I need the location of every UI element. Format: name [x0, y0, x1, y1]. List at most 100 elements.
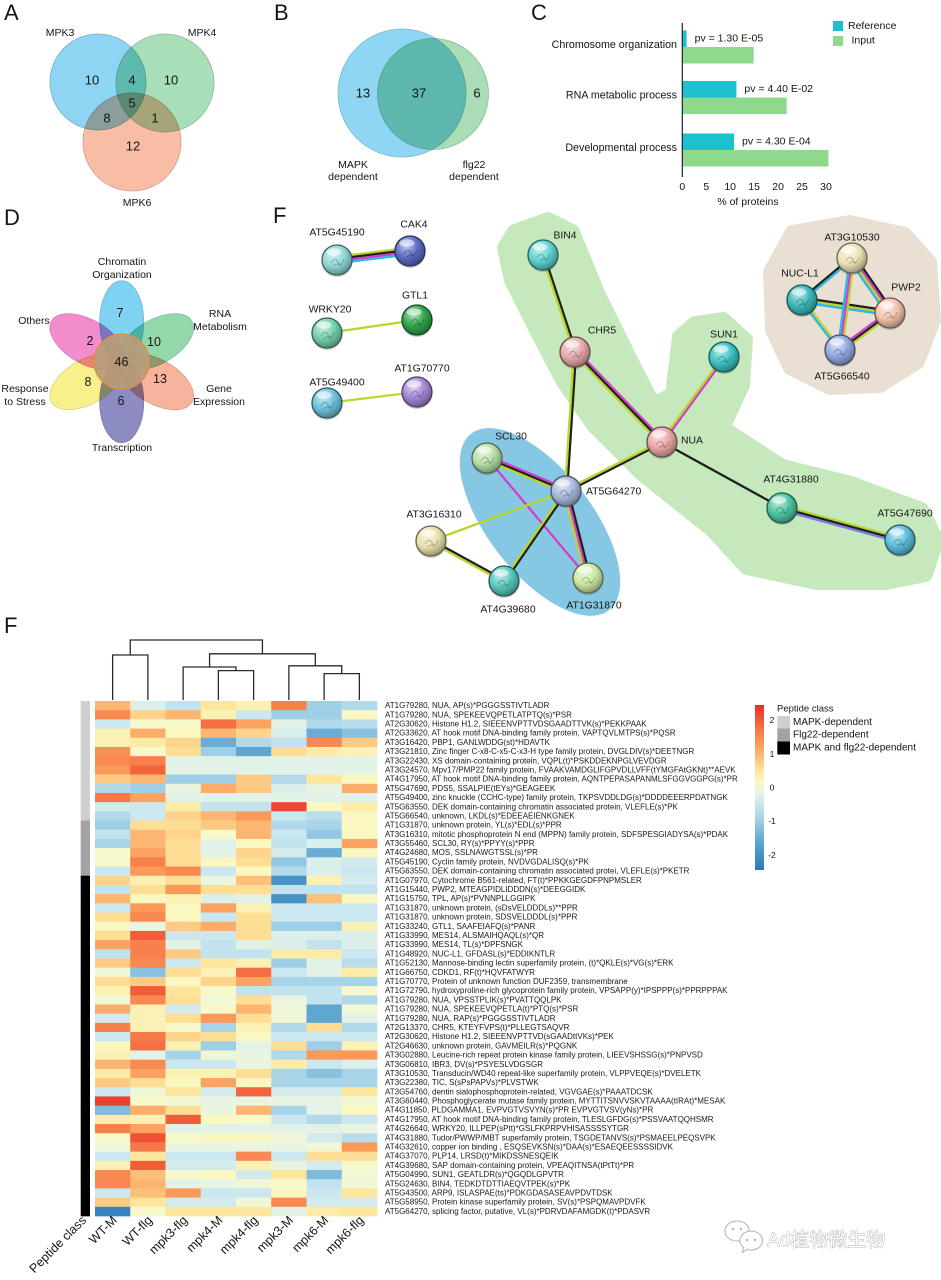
heatmap-cell	[341, 976, 378, 987]
heatmap-cell	[306, 857, 343, 867]
peptide-class-cell	[80, 857, 90, 867]
heatmap-cell	[341, 1096, 378, 1106]
heatmap-cell	[271, 820, 307, 831]
peptide-class-cell	[80, 774, 90, 785]
protein-structure-icon	[795, 298, 810, 307]
heatmap-cell	[341, 958, 378, 969]
heatmap-cell	[165, 894, 202, 904]
heatmap-cell	[200, 1078, 237, 1088]
colorbar-tick-label: 2	[770, 715, 775, 725]
panel-d: D 7ChromatinOrganization10RNAMetabolism1…	[1, 205, 247, 454]
heatmap-cell	[306, 1124, 343, 1134]
heatmap-cell	[236, 1105, 272, 1116]
heatmap-cell	[306, 958, 343, 969]
heatmap-cell	[341, 802, 378, 812]
node-label: CAK4	[400, 220, 427, 231]
node-label: NUA	[681, 436, 703, 447]
heatmap-cell	[200, 1179, 237, 1189]
heatmap-cell	[130, 829, 166, 840]
venn-set-label: MPK4	[188, 27, 217, 39]
heatmap-cell	[271, 1105, 307, 1116]
heatmap-cell	[165, 866, 202, 877]
panel-label-c: C	[531, 0, 547, 25]
heatmap-cell	[130, 1078, 166, 1088]
column-label-peptide-class: Peptide class	[27, 1213, 89, 1275]
heatmap-cell	[341, 921, 378, 932]
network-node: AT5G49400	[309, 378, 365, 420]
heatmap-cell	[236, 1087, 272, 1097]
protein-structure-icon	[559, 489, 574, 498]
heatmap-row-label: AT3G16420, PBP1, GANLWDDG(st)*HDAVTK	[385, 738, 551, 747]
heatmap-row-label: AT1G15750, TPL, AP(s)*PVNNPLLGGIPK	[385, 894, 536, 903]
heatmap-cell	[130, 1032, 166, 1042]
heatmap-row-label: AT1G48920, NUC-L1, GFDASL(s)*EDDIKNTLR	[385, 949, 555, 958]
colorbar: 210-1-2	[755, 705, 776, 870]
heatmap-cell	[341, 1050, 378, 1061]
heatmap-cell	[165, 976, 202, 987]
heatmap-cell	[95, 1022, 131, 1033]
node-label: AT4G39680	[480, 605, 535, 616]
heatmap-row-label: AT5G47690, PDS5, SSALPIE(tEYs)*GEAGEEK	[385, 784, 556, 793]
heatmap-cell	[341, 1087, 378, 1097]
heatmap-cell	[165, 1087, 202, 1097]
evidence-line	[430, 489, 567, 543]
evidence-line	[781, 506, 901, 542]
heatmap-row-label: AT5G24630, BIN4, TEDKDTDTTIAEQVTPEK(s)*P…	[385, 1179, 571, 1188]
heatmap-cell	[236, 958, 272, 969]
heatmap-cell	[236, 1050, 272, 1061]
network-node: AT3G10530	[824, 233, 880, 275]
peptide-class-cell	[80, 1206, 90, 1217]
heatmap-row-label: AT1G79280, NUA, AP(s)*PGGGSSTIVTLADR	[385, 701, 550, 710]
heatmap-cell	[200, 838, 237, 849]
heatmap-cell	[130, 903, 166, 913]
heatmap-cell	[271, 1179, 307, 1189]
heatmap-cell	[271, 921, 307, 932]
peptide-class-cell	[80, 949, 90, 959]
heatmap-cell	[165, 875, 202, 886]
heatmap-cell	[341, 848, 378, 858]
heatmap-cell	[306, 1160, 343, 1171]
peptide-class-cell	[80, 838, 90, 849]
heatmap-cell	[95, 783, 131, 794]
heatmap-cell	[306, 838, 343, 849]
heatmap-cell	[236, 848, 272, 858]
heatmap-cell	[271, 1188, 307, 1198]
heatmap-cell	[306, 1041, 343, 1051]
heatmap-cell	[95, 820, 131, 831]
heatmap-row-label: AT4G24680, MOS, SSLNAWGTSSL(s)*PR	[385, 848, 538, 857]
heatmap-cell	[306, 1133, 343, 1143]
heatmap-row-label: AT4G17950, AT hook motif DNA-binding fam…	[385, 1115, 714, 1124]
heatmap-cell	[271, 783, 307, 794]
peptide-class-cell	[80, 756, 90, 766]
heatmap-cell	[95, 802, 131, 812]
heatmap-cell	[271, 1142, 307, 1152]
heatmap-cell	[95, 701, 131, 711]
watermark-text: Ad植物微生物	[767, 1229, 885, 1251]
heatmap-row-label: AT2G30620, Histone H1.2, SIEEENVPTTVDSGA…	[385, 719, 647, 728]
heatmap-cell	[236, 857, 272, 867]
heatmap-cell	[341, 1170, 378, 1180]
heatmap-cell	[306, 1188, 343, 1198]
heatmap-cell	[236, 1206, 272, 1217]
heatmap-cell	[200, 1142, 237, 1152]
heatmap-cell	[95, 930, 131, 941]
peptide-class-cell	[80, 930, 90, 941]
peptide-class-cell	[80, 1050, 90, 1061]
venn-region-count: 12	[126, 139, 140, 154]
panel-f-network: F AT5G45190CAK4WRKY20GTL1AT5G49400AT1G70…	[273, 203, 941, 616]
heatmap-cell	[306, 1179, 343, 1189]
column-label: mpk4-flg	[217, 1213, 261, 1257]
heatmap-cell	[95, 1004, 131, 1015]
heatmap-cell	[200, 792, 237, 803]
node-highlight	[577, 566, 593, 574]
x-tick-label: 30	[820, 181, 832, 193]
heatmap-cell	[341, 737, 378, 748]
heatmap-cell	[341, 1105, 378, 1116]
heatmap-cell	[271, 848, 307, 858]
heatmap-cell	[95, 1142, 131, 1152]
node-highlight	[316, 321, 332, 329]
heatmap-row-label: AT4G32610, copper ion binding , ESQSEVKS…	[385, 1143, 674, 1152]
heatmap-cell	[165, 765, 202, 775]
protein-structure-icon	[568, 350, 583, 359]
heatmap-cell	[130, 756, 166, 766]
